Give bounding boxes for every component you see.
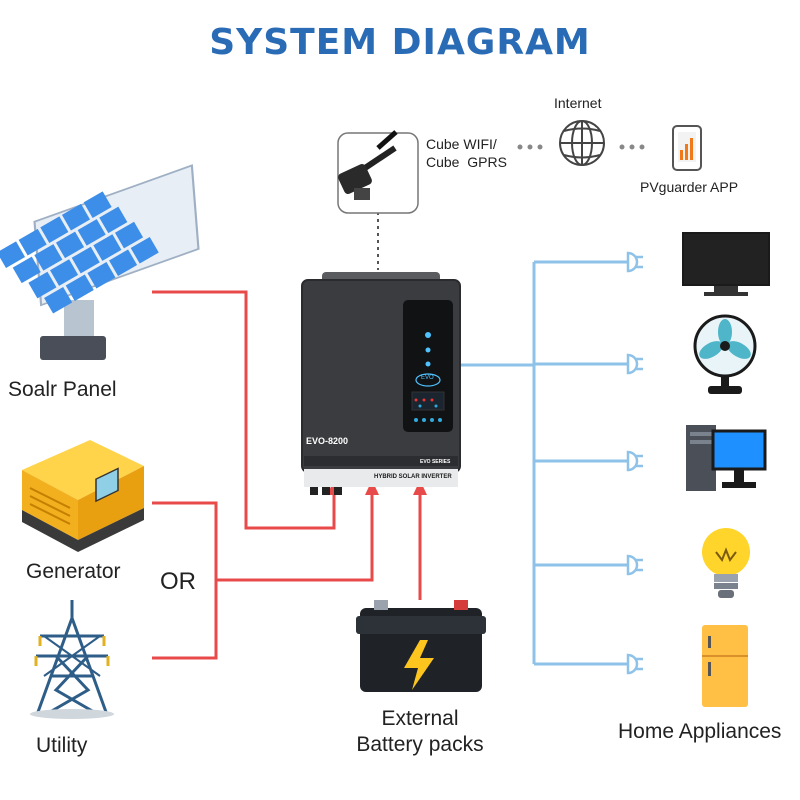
- battery-icon: [356, 600, 486, 692]
- inverter-logo: EVO: [421, 375, 434, 381]
- generator-label: Generator: [26, 560, 121, 583]
- tv-icon: [682, 232, 770, 296]
- utility-label: Utility: [36, 734, 88, 757]
- wifi-module-label: Cube WIFI/ Cube GPRS: [426, 136, 507, 170]
- home-appliances-label: Home Appliances: [618, 720, 782, 743]
- load-wires: [460, 260, 628, 666]
- refrigerator-icon: [702, 625, 748, 707]
- internet-globe-icon: [559, 120, 605, 166]
- inverter-type-label: HYBRID SOLAR INVERTER: [374, 474, 452, 480]
- battery-label: External Battery packs: [356, 707, 484, 756]
- app-label: PVguarder APP: [640, 179, 739, 195]
- dots: [517, 144, 645, 150]
- solar-panel-label: Soalr Panel: [8, 378, 117, 401]
- plug-icons: [626, 251, 643, 675]
- inverter-icon: [301, 272, 461, 495]
- page-title: SYSTEM DIAGRAM: [209, 22, 591, 63]
- utility-tower-icon: [30, 600, 114, 719]
- computer-icon: [686, 425, 767, 491]
- generator-icon: [22, 440, 144, 552]
- fan-icon: [693, 314, 757, 394]
- inverter-series-label: EVO SERIES: [420, 459, 451, 465]
- light-bulb-icon: [702, 528, 750, 598]
- phone-app-icon: [672, 125, 702, 171]
- internet-label: Internet: [554, 95, 602, 111]
- wifi-module-icon: [337, 130, 419, 214]
- or-label: OR: [160, 568, 196, 595]
- inverter-model-label: EVO-8200: [306, 436, 349, 446]
- solar-panel-icon: [0, 164, 200, 360]
- source-wires: [152, 290, 422, 660]
